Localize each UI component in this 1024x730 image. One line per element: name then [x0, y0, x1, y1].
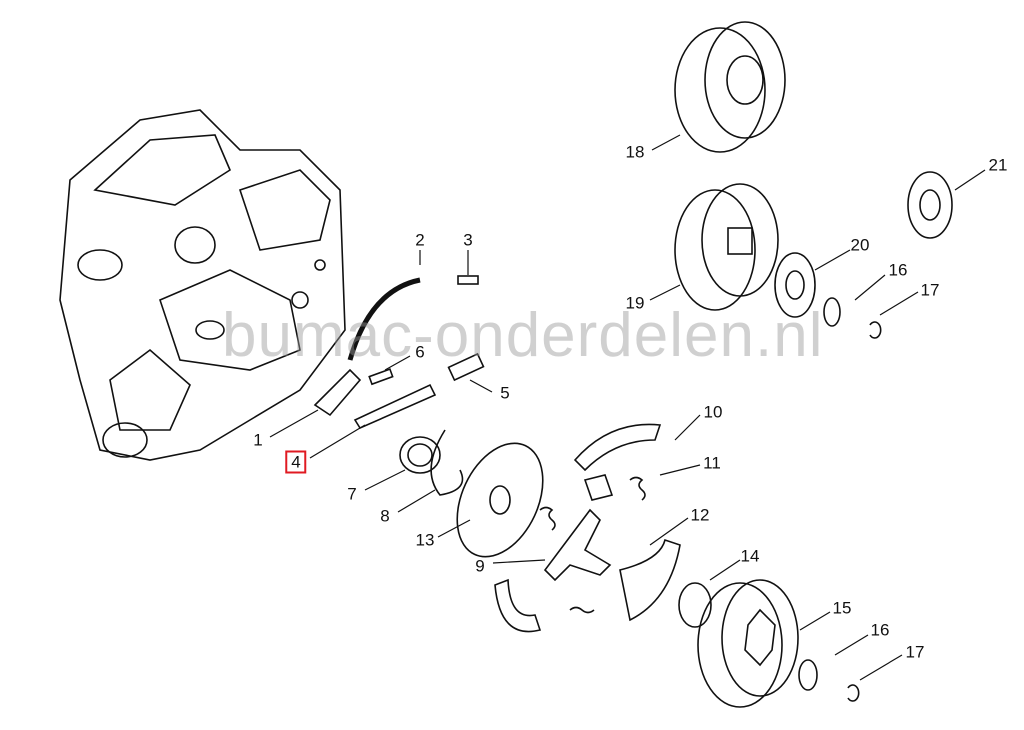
sprocket-21 — [907, 171, 953, 239]
hose — [347, 277, 421, 361]
part-label: 5 — [500, 383, 510, 403]
leader-lines — [269, 134, 986, 681]
e-clip-17b — [847, 684, 860, 702]
part-label: 8 — [380, 506, 390, 526]
part-label: 19 — [625, 293, 645, 313]
part-label: 16 — [870, 620, 890, 640]
part-label: 3 — [463, 230, 473, 250]
part-label: 13 — [415, 530, 435, 550]
washer-16b — [798, 659, 818, 691]
highlighted-part-label[interactable]: 4 — [285, 450, 307, 474]
sprocket-drum-19 — [674, 183, 779, 311]
e-clip-17a — [869, 321, 882, 339]
part-label: 2 — [415, 230, 425, 250]
sprocket-20 — [774, 252, 816, 318]
part-label: 17 — [920, 280, 940, 300]
needle-bearing-14 — [678, 582, 712, 628]
part-label: 18 — [625, 142, 645, 162]
part-label: 1 — [253, 430, 263, 450]
part-label: 12 — [690, 505, 710, 525]
watermark: bumac-onderdelen.nl — [222, 301, 824, 370]
part-label: 21 — [988, 155, 1008, 175]
part-label: 15 — [832, 598, 852, 618]
clutch-parts — [494, 423, 681, 633]
oil-pump-parts — [313, 352, 485, 430]
part-label: 11 — [703, 453, 721, 473]
part-label: 16 — [888, 260, 908, 280]
part-label: 14 — [740, 546, 760, 566]
engine-housing — [59, 109, 346, 461]
part-label: 17 — [905, 642, 925, 662]
needle-cage — [399, 436, 441, 474]
part-label: 6 — [415, 342, 425, 362]
part-label: 7 — [347, 484, 357, 504]
sprocket-drum-18 — [674, 21, 786, 153]
pin — [457, 275, 479, 285]
washer-16a — [823, 297, 841, 327]
part-label: 10 — [703, 402, 723, 422]
part-label: 9 — [475, 556, 485, 576]
clutch-drum-15 — [697, 579, 799, 708]
part-label: 20 — [850, 235, 870, 255]
spring-clip — [430, 429, 464, 496]
washer-disc — [456, 442, 544, 558]
